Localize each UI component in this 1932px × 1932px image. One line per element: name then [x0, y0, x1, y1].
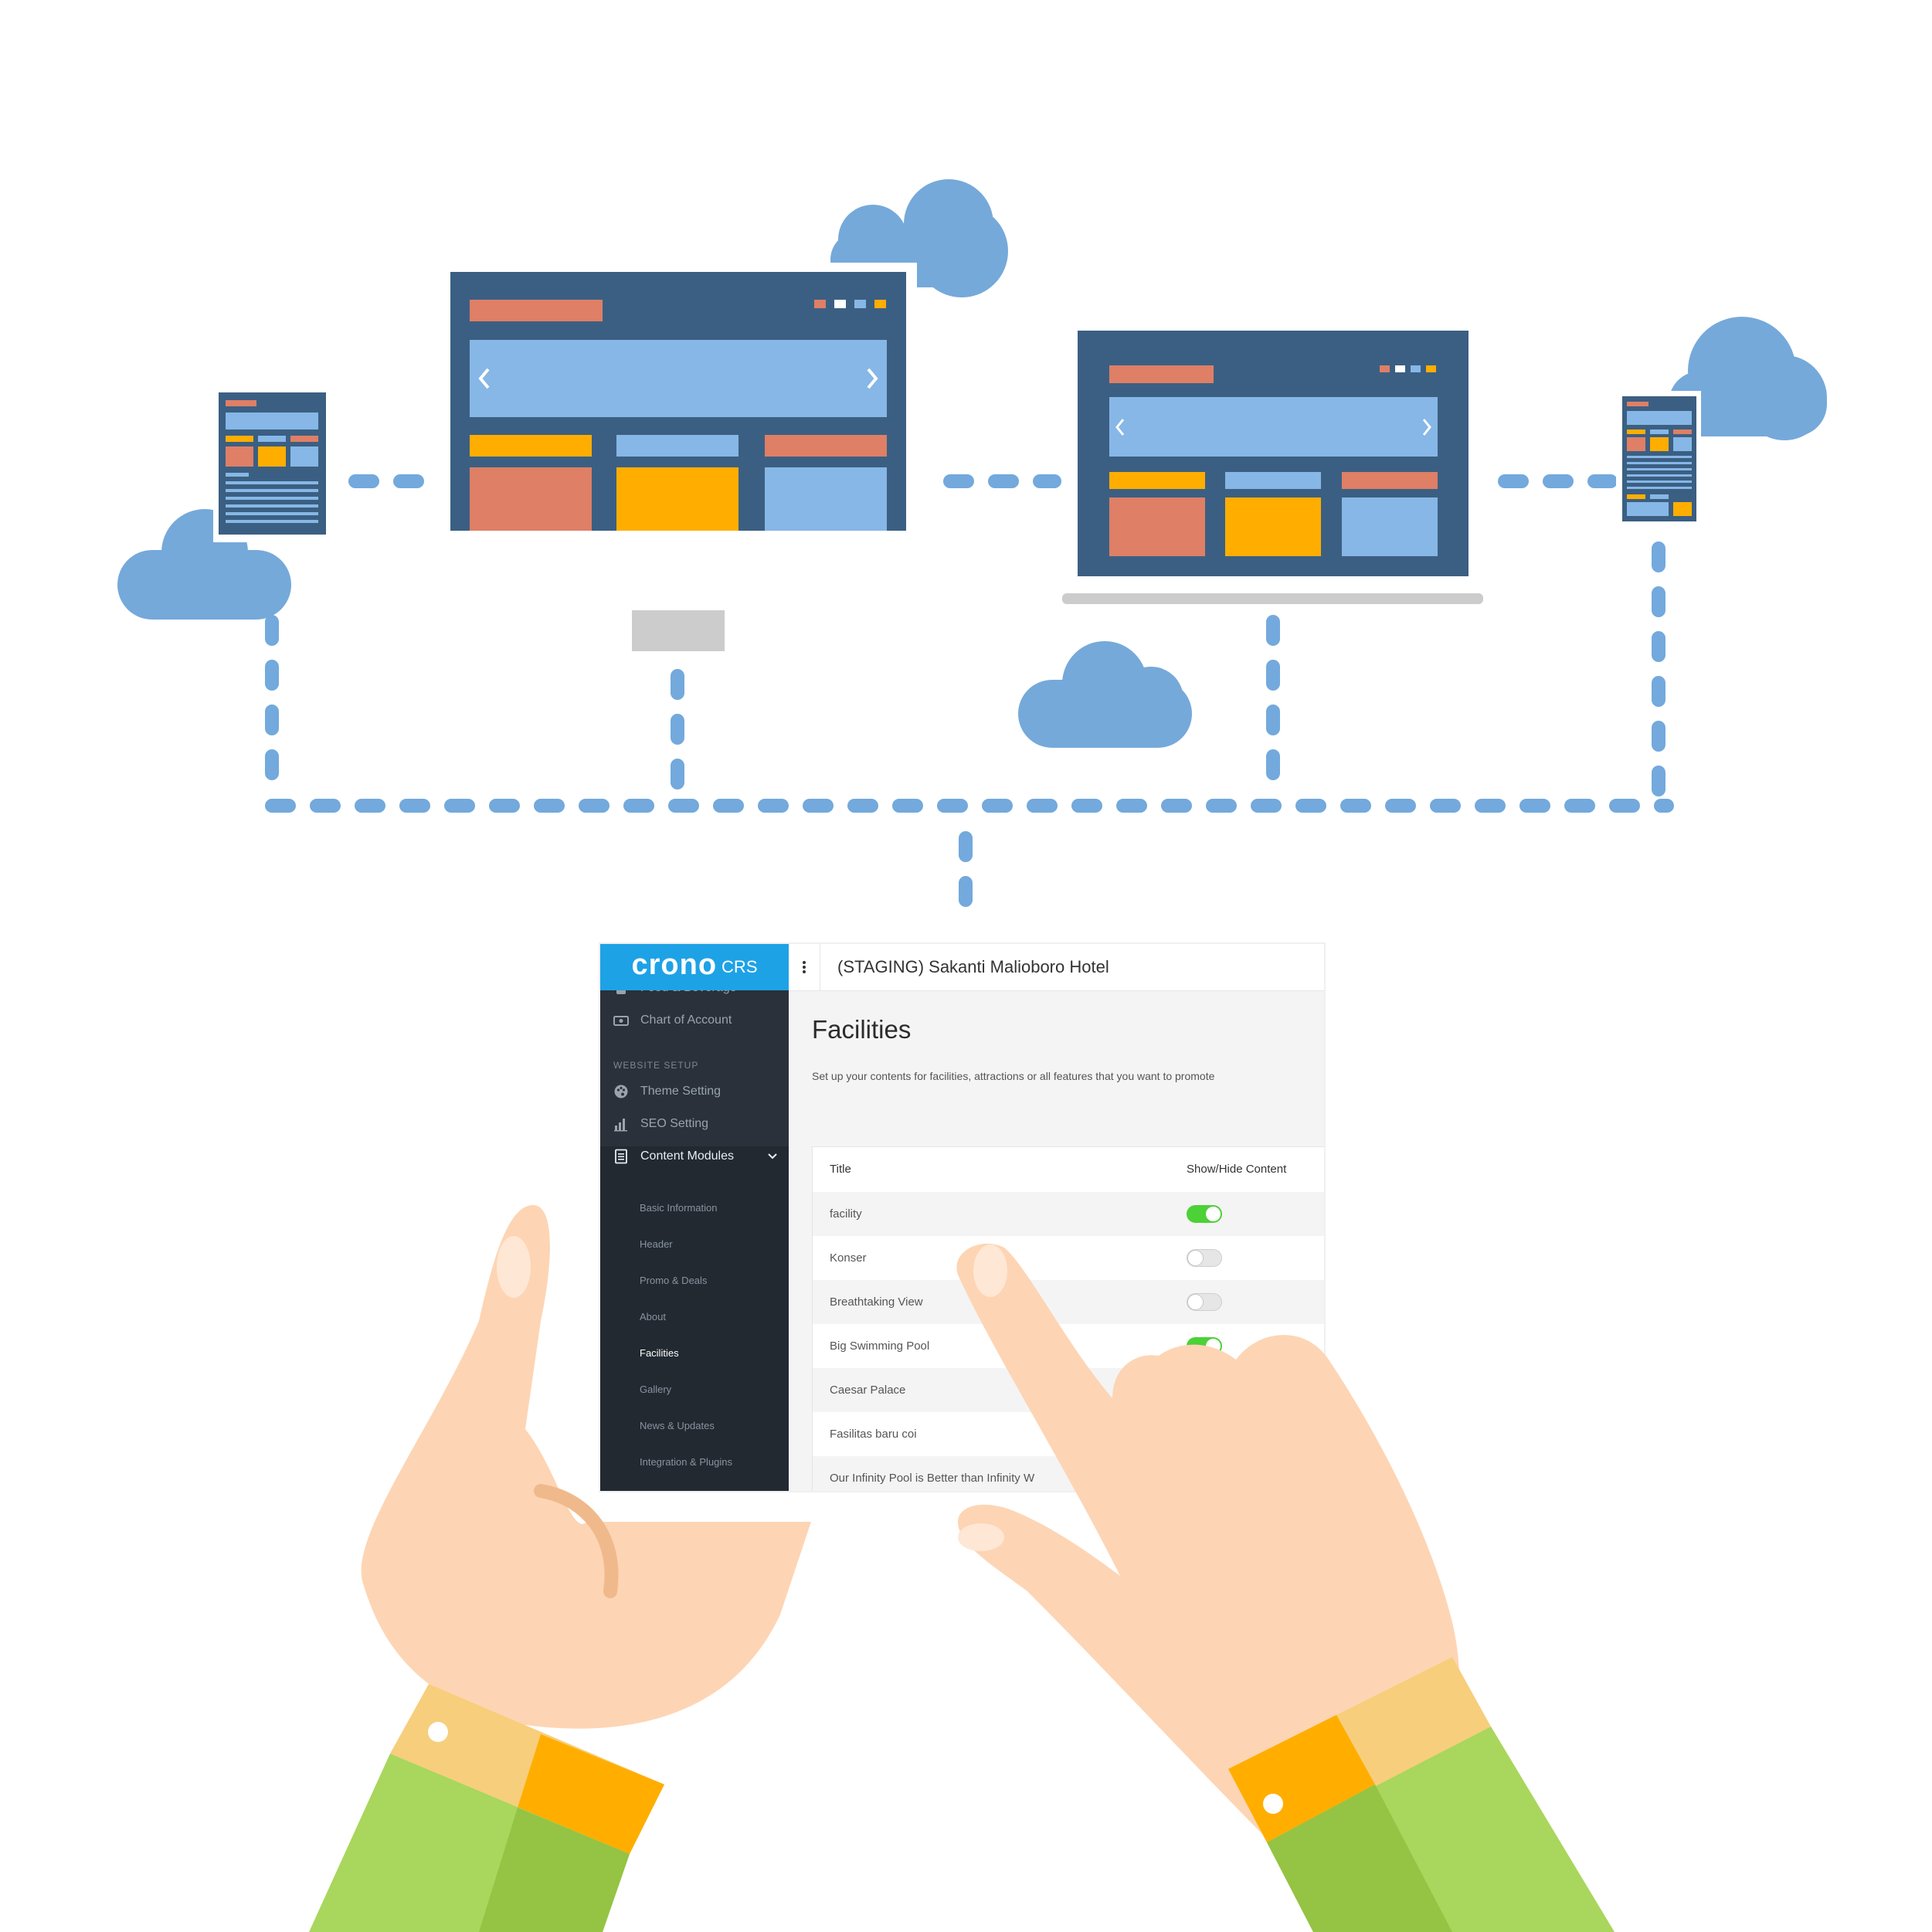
page-description: Set up your contents for facilities, att… [812, 1070, 1215, 1082]
column-header-title: Title [830, 1163, 851, 1176]
page-title: Facilities [812, 1015, 912, 1044]
chevron-down-icon [768, 1153, 777, 1160]
sidebar-section-label: WEBSITE SETUP [613, 1060, 699, 1071]
visibility-toggle[interactable] [1187, 1337, 1222, 1355]
sidebar-item-content-modules[interactable]: Content Modules [600, 1143, 789, 1170]
brand-header[interactable]: crono CRS [600, 944, 789, 990]
visibility-toggle[interactable] [1187, 1249, 1222, 1267]
submenu-item-integration-plugins[interactable]: Integration & Plugins [640, 1456, 732, 1468]
sidebar-item-seo-setting[interactable]: SEO Setting [600, 1111, 789, 1137]
cloud-icon [1669, 317, 1827, 440]
sidebar-item-theme-setting[interactable]: Theme Setting [600, 1078, 789, 1105]
right-phone-icon [1616, 391, 1701, 524]
toggle-knob [1187, 1294, 1204, 1310]
row-title: Our Infinity Pool is Better than Infinit… [830, 1472, 1035, 1485]
network-lines [265, 474, 1674, 918]
document-icon [615, 1149, 627, 1164]
submenu-item-header[interactable]: Header [640, 1238, 673, 1250]
table-row[interactable]: Fasilitas baru coi [813, 1412, 1324, 1456]
top-bar: (STAGING) Sakanti Malioboro Hotel [789, 944, 1324, 991]
row-title: facility [830, 1207, 862, 1221]
sidebar-item-label: Content Modules [640, 1149, 734, 1163]
left-phone-icon [213, 388, 329, 542]
visibility-toggle[interactable] [1187, 1425, 1222, 1443]
crs-app-screen: Food & Beverage Chart of Account WEBSITE… [600, 944, 1324, 1491]
toggle-knob [1205, 1382, 1221, 1398]
row-title: Big Swimming Pool [830, 1339, 930, 1353]
brand-logo: crono [631, 948, 718, 981]
row-title: Konser [830, 1251, 867, 1265]
hotel-name: (STAGING) Sakanti Malioboro Hotel [837, 957, 1109, 976]
table-row[interactable]: facility [813, 1192, 1324, 1236]
row-title: Breathtaking View [830, 1295, 923, 1309]
table-header: Title Show/Hide Content [813, 1147, 1324, 1191]
laptop-icon [1062, 324, 1483, 604]
visibility-toggle[interactable] [1187, 1205, 1222, 1223]
row-title: Caesar Palace [830, 1384, 906, 1397]
visibility-toggle[interactable] [1187, 1469, 1222, 1487]
submenu-item-gallery[interactable]: Gallery [640, 1384, 672, 1395]
money-icon [613, 1016, 629, 1026]
kebab-icon [803, 961, 806, 973]
sidebar-item-label: Chart of Account [640, 1014, 732, 1027]
table-row[interactable]: Breathtaking View [813, 1280, 1324, 1324]
palette-icon [614, 1085, 628, 1098]
toggle-knob [1205, 1338, 1221, 1354]
toggle-knob [1205, 1470, 1221, 1486]
row-title: Fasilitas baru coi [830, 1428, 917, 1441]
brand-suffix: CRS [722, 957, 758, 976]
submenu-item-news-updates[interactable]: News & Updates [640, 1420, 715, 1431]
column-header-show-hide: Show/Hide Content [1187, 1163, 1287, 1176]
toggle-knob [1205, 1426, 1221, 1442]
submenu-item-promo-deals[interactable]: Promo & Deals [640, 1275, 708, 1286]
table-row[interactable]: Konser [813, 1236, 1324, 1280]
kebab-menu-button[interactable] [789, 944, 820, 990]
cloud-icon [1018, 641, 1192, 748]
submenu-item-facilities[interactable]: Facilities [640, 1347, 679, 1359]
toggle-knob [1187, 1250, 1204, 1266]
submenu-item-basic-information[interactable]: Basic Information [640, 1202, 718, 1214]
toggle-knob [1205, 1206, 1221, 1222]
desktop-monitor-icon [438, 263, 917, 651]
facilities-table: Title Show/Hide Content facility Konser … [812, 1146, 1324, 1491]
table-row[interactable]: Caesar Palace [813, 1368, 1324, 1412]
sidebar-item-chart-of-account[interactable]: Chart of Account [600, 1007, 789, 1034]
visibility-toggle[interactable] [1187, 1293, 1222, 1311]
visibility-toggle[interactable] [1187, 1381, 1222, 1399]
table-row[interactable]: Our Infinity Pool is Better than Infinit… [813, 1456, 1324, 1491]
sidebar-item-label: Theme Setting [640, 1085, 722, 1098]
sidebar-item-label: SEO Setting [640, 1117, 709, 1130]
submenu-background [600, 1146, 789, 1491]
sidebar: Food & Beverage Chart of Account WEBSITE… [600, 944, 789, 1491]
table-row[interactable]: Big Swimming Pool [813, 1324, 1324, 1368]
bar-chart-icon [614, 1119, 627, 1132]
submenu-item-about[interactable]: About [640, 1311, 666, 1323]
